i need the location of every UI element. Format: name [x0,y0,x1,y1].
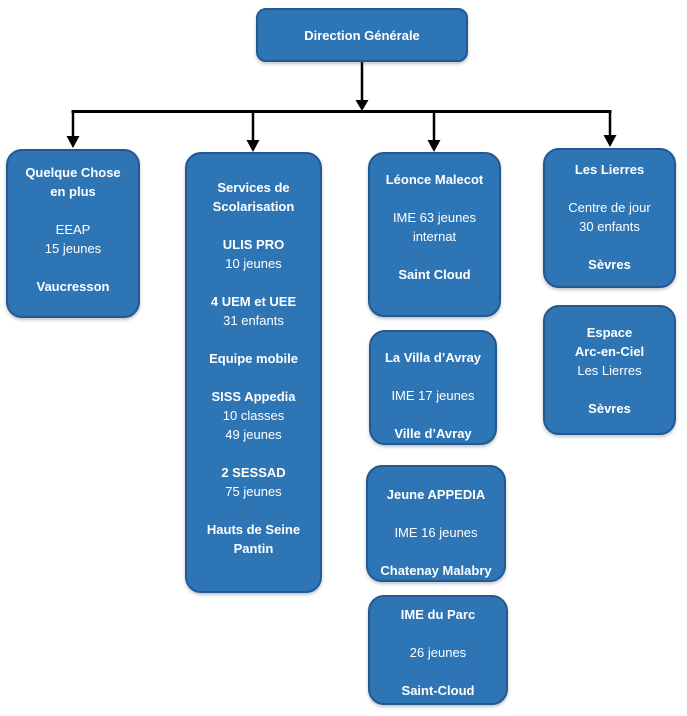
org-box-location-line: Saint-Cloud [401,683,475,698]
org-box-detail-line: internat [412,229,457,244]
org-box-espace-arc-en-ciel: Espace Arc-en-Ciel Les Lierres Sèvres [543,305,676,435]
org-box-les-lierres: Les Lierres Centre de jour 30 enfants Sè… [543,148,676,288]
org-box-detail-line: 26 jeunes [409,645,467,660]
org-box-title-line: Léonce Malecot [385,172,484,187]
org-box-location-line: Saint Cloud [398,267,471,282]
org-box-leonce-malecot: Léonce Malecot IME 63 jeunes internat Sa… [368,152,501,317]
org-box-detail-line: Centre de jour [568,200,651,215]
org-box-title-line: Jeune APPEDIA [386,487,486,502]
org-box-quelque-chose-en-plus: Quelque Chose en plus EEAP 15 jeunes Vau… [6,149,140,318]
org-box-jeune-appedia: Jeune APPEDIA IME 16 jeunes Chatenay Mal… [366,465,506,582]
org-box-location-line: Sèvres [588,401,631,416]
org-box-location-line: Vaucresson [36,279,110,294]
org-box-title-line: Quelque Chose [25,165,121,180]
org-box-detail-line: 31 enfants [223,313,284,328]
org-box-detail-line: ULIS PRO [222,237,285,252]
org-box-detail-line: 49 jeunes [225,427,282,442]
org-box-detail-line: IME 17 jeunes [391,388,475,403]
connector-branch-2-arrowhead [246,140,260,152]
org-box-detail-line: 75 jeunes [225,484,282,499]
org-box-location-line: Hauts de Seine [206,522,301,537]
org-box-detail-line: 15 jeunes [44,241,102,256]
org-box-title-line: Espace [586,325,633,340]
org-box-la-villa-davray: La Villa d’Avray IME 17 jeunes Ville d’A… [369,330,497,445]
org-box-services-de-scolarisation: Services de Scolarisation ULIS PRO 10 je… [185,152,322,593]
org-box-detail-line: 2 SESSAD [221,465,286,480]
connector-trunk-arrowhead [355,100,369,111]
org-box-detail-line: Les Lierres [577,363,642,378]
org-box-location-line: Sèvres [588,257,631,272]
org-box-location-line: Ville d’Avray [394,426,472,441]
org-box-detail-line: Equipe mobile [209,351,298,366]
org-box-title-line: Arc-en-Ciel [574,344,645,359]
org-box-direction-generale: Direction Générale [256,8,468,62]
org-box-title-line: Scolarisation [212,199,295,214]
org-box-detail-line: IME 16 jeunes [394,525,478,540]
org-box-detail-line: EEAP [55,222,91,237]
connector-branch-3-arrowhead [427,140,441,152]
org-box-detail-line: 30 enfants [579,219,640,234]
org-box-ime-du-parc: IME du Parc 26 jeunes Saint-Cloud [368,595,508,705]
org-box-title-line: en plus [50,184,96,199]
org-box-detail-line: 4 UEM et UEE [210,294,297,309]
org-box-title: Direction Générale [304,27,420,43]
org-box-detail-line: SISS Appedia [211,389,296,404]
org-box-detail-line: 10 classes [222,408,285,423]
org-box-detail-line: IME 63 jeunes [392,210,477,225]
org-box-location-line: Chatenay Malabry [380,563,492,578]
connector-branch-4-arrowhead [603,135,617,147]
org-box-title-line: IME du Parc [400,607,476,622]
org-box-detail-line: 10 jeunes [225,256,282,271]
connector-branch-1-arrowhead [66,136,80,148]
org-box-location-line: Pantin [233,541,274,556]
org-box-title-line: Les Lierres [574,162,645,177]
org-box-title-line: La Villa d’Avray [384,350,482,365]
org-box-title-line: Services de [217,180,290,195]
